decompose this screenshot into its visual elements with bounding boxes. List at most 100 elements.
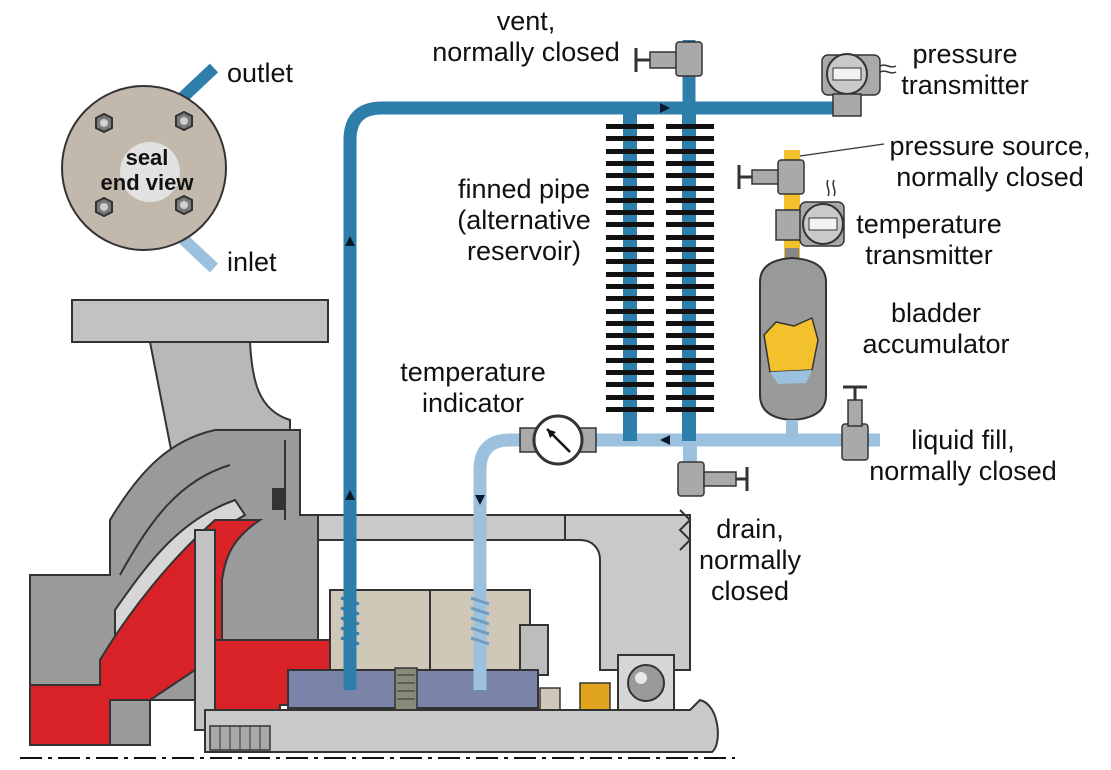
flow-arrow-icon <box>660 435 670 445</box>
fin <box>606 210 654 215</box>
fin <box>606 124 654 129</box>
fin <box>606 296 654 301</box>
label-temperature-indicator-line2: indicator <box>421 388 525 418</box>
supply-pipe <box>343 101 835 690</box>
fin <box>606 382 654 387</box>
fin <box>666 186 714 191</box>
fin <box>606 149 654 154</box>
label-liquid-fill-line1: liquid fill, <box>911 425 1015 455</box>
fin <box>606 161 654 166</box>
return-pipe <box>473 433 880 690</box>
temperature-transmitter <box>775 179 845 247</box>
fin <box>606 309 654 314</box>
fin <box>606 136 654 141</box>
fin <box>606 198 654 203</box>
seal-port-threads <box>340 596 360 646</box>
fin <box>606 358 654 363</box>
fin <box>666 259 714 264</box>
fin <box>666 296 714 301</box>
label-vent-line1: vent, <box>496 6 556 36</box>
fin <box>666 321 714 326</box>
label-pressure-source-line1: pressure source, <box>889 131 1091 161</box>
label-pressure-transmitter-line1: pressure <box>912 39 1018 69</box>
bladder-accumulator <box>759 248 827 440</box>
label-temperature-transmitter-line2: transmitter <box>865 240 993 270</box>
seal-label-line2: end view <box>101 170 195 195</box>
fin <box>666 247 714 252</box>
fin <box>606 235 654 240</box>
label-bladder-accumulator-line2: accumulator <box>862 329 1010 359</box>
fins <box>606 124 714 412</box>
pressure-source-valve <box>737 143 885 195</box>
pressure-transmitter <box>821 53 897 117</box>
label-liquid-fill-line2: normally closed <box>869 456 1057 486</box>
fin <box>606 407 654 412</box>
fin <box>606 321 654 326</box>
fin <box>666 272 714 277</box>
fin <box>666 210 714 215</box>
fin <box>666 309 714 314</box>
label-outlet: outlet <box>227 58 294 88</box>
fin <box>666 222 714 227</box>
flow-arrow-icon <box>475 495 485 505</box>
liquid-fill-valve <box>841 385 869 461</box>
pump-shaft <box>20 698 735 759</box>
label-inlet: inlet <box>227 247 277 277</box>
label-drain-line1: drain, <box>716 514 784 544</box>
label-temperature-transmitter-line1: temperature <box>856 209 1002 239</box>
label-temperature-transmitter: temperature transmitter <box>848 209 1010 271</box>
fin <box>606 186 654 191</box>
fin <box>666 370 714 375</box>
label-vent: vent, normally closed <box>428 6 624 68</box>
fin <box>606 370 654 375</box>
flow-arrows <box>345 103 670 505</box>
vent-valve <box>634 41 703 77</box>
label-drain: drain, normally closed <box>690 514 810 607</box>
fin <box>666 149 714 154</box>
fin <box>666 382 714 387</box>
fin <box>666 395 714 400</box>
fin <box>666 333 714 338</box>
fin <box>666 161 714 166</box>
fin <box>666 407 714 412</box>
fin <box>666 284 714 289</box>
label-finned-pipe-line1: finned pipe <box>457 174 591 204</box>
fin <box>606 345 654 350</box>
flow-arrow-icon <box>345 490 355 500</box>
label-liquid-fill: liquid fill, normally closed <box>860 425 1066 487</box>
label-temperature-indicator-line1: temperature <box>400 357 546 387</box>
label-vent-line2: normally closed <box>432 37 620 67</box>
seal-end-view: seal end view <box>61 63 227 273</box>
flow-arrow-icon <box>345 236 355 246</box>
fin <box>666 124 714 129</box>
label-pressure-transmitter-line2: transmitter <box>901 70 1029 100</box>
label-pressure-transmitter: pressure transmitter <box>890 39 1040 101</box>
seal-label-line1: seal <box>126 145 169 170</box>
fin <box>666 136 714 141</box>
fin <box>666 358 714 363</box>
fin <box>666 345 714 350</box>
fin <box>666 235 714 240</box>
label-drain-line3: closed <box>710 576 790 606</box>
fin <box>606 247 654 252</box>
flow-arrow-icon <box>660 103 670 113</box>
label-pressure-source-line2: normally closed <box>896 162 1084 192</box>
seal-cartridge <box>287 589 611 719</box>
pump-casing <box>29 299 331 746</box>
drain-valve <box>677 446 749 497</box>
fin <box>666 198 714 203</box>
temperature-indicator <box>519 414 597 466</box>
label-drain-line2: normally <box>698 545 802 575</box>
fin <box>606 395 654 400</box>
label-finned-pipe-line2: (alternative <box>457 205 591 235</box>
label-pressure-source: pressure source, normally closed <box>884 131 1096 193</box>
fin <box>606 259 654 264</box>
fin <box>606 272 654 277</box>
label-finned-pipe: finned pipe (alternative reservoir) <box>450 174 598 267</box>
label-bladder-accumulator: bladder accumulator <box>862 298 1010 360</box>
label-bladder-accumulator-line1: bladder <box>890 298 982 328</box>
fin <box>606 333 654 338</box>
fin <box>606 284 654 289</box>
